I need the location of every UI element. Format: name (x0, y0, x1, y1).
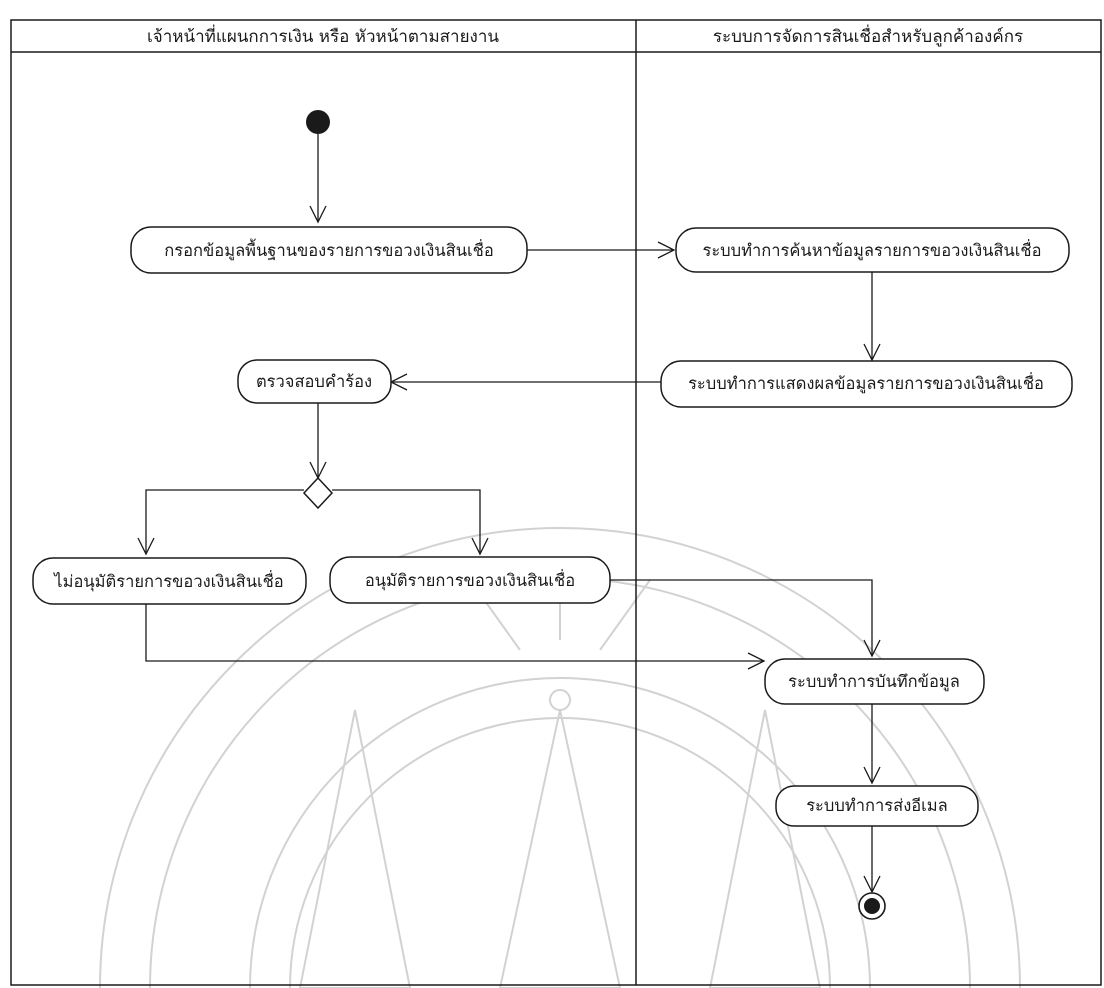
edge-reject-to-save (145, 604, 764, 662)
lane-title-credit-system: ระบบการจัดการสินเชื่อสำหรับลูกค้าองค์กร (713, 24, 1023, 47)
activity-send-email-label: ระบบทำการส่งอีเมล (806, 796, 948, 815)
activity-display-request-label: ระบบทำการแสดงผลข้อมูลรายการขอวงเงินสินเช… (688, 372, 1044, 394)
edge-approve-to-save (610, 579, 873, 656)
activity-display-request: ระบบทำการแสดงผลข้อมูลรายการขอวงเงินสินเช… (660, 360, 1073, 408)
decision-node (302, 476, 334, 510)
activity-fill-basic-info-label: กรอกข้อมูลพื้นฐานของรายการขอวงเงินสินเชื… (164, 238, 493, 261)
lane-title-finance-officer: เจ้าหน้าที่แผนกการเงิน หรือ หัวหน้าตามสา… (147, 24, 499, 47)
activity-review-request-label: ตรวจสอบคำร้อง (256, 372, 372, 391)
university-seal-watermark (99, 527, 1021, 988)
activity-save-data: ระบบทำการบันทึกข้อมูล (764, 658, 985, 705)
activity-approve-request-label: อนุมัติรายการขอวงเงินสินเชื่อ (365, 569, 575, 591)
activity-approve-request: อนุมัติรายการขอวงเงินสินเชื่อ (329, 556, 611, 604)
activity-search-request-label: ระบบทำการค้นหาข้อมูลรายการขอวงเงินสินเชื… (702, 239, 1041, 261)
activity-save-data-label: ระบบทำการบันทึกข้อมูล (788, 672, 960, 692)
final-node (858, 892, 886, 920)
edge-decision-to-reject (145, 489, 304, 554)
activity-reject-request: ไม่อนุมัติรายการขอวงเงินสินเชื่อ (32, 557, 307, 605)
activity-search-request: ระบบทำการค้นหาข้อมูลรายการขอวงเงินสินเชื… (675, 227, 1070, 273)
activity-reject-request-label: ไม่อนุมัติรายการขอวงเงินสินเชื่อ (52, 570, 283, 592)
initial-node (306, 110, 330, 134)
edge-decision-to-approve (332, 489, 481, 554)
activity-send-email: ระบบทำการส่งอีเมล (775, 785, 979, 827)
activity-review-request: ตรวจสอบคำร้อง (237, 359, 392, 404)
swimlane-frame (10, 19, 1102, 986)
flow-edges (137, 134, 881, 894)
activity-fill-basic-info: กรอกข้อมูลพื้นฐานของรายการขอวงเงินสินเชื… (130, 226, 528, 274)
